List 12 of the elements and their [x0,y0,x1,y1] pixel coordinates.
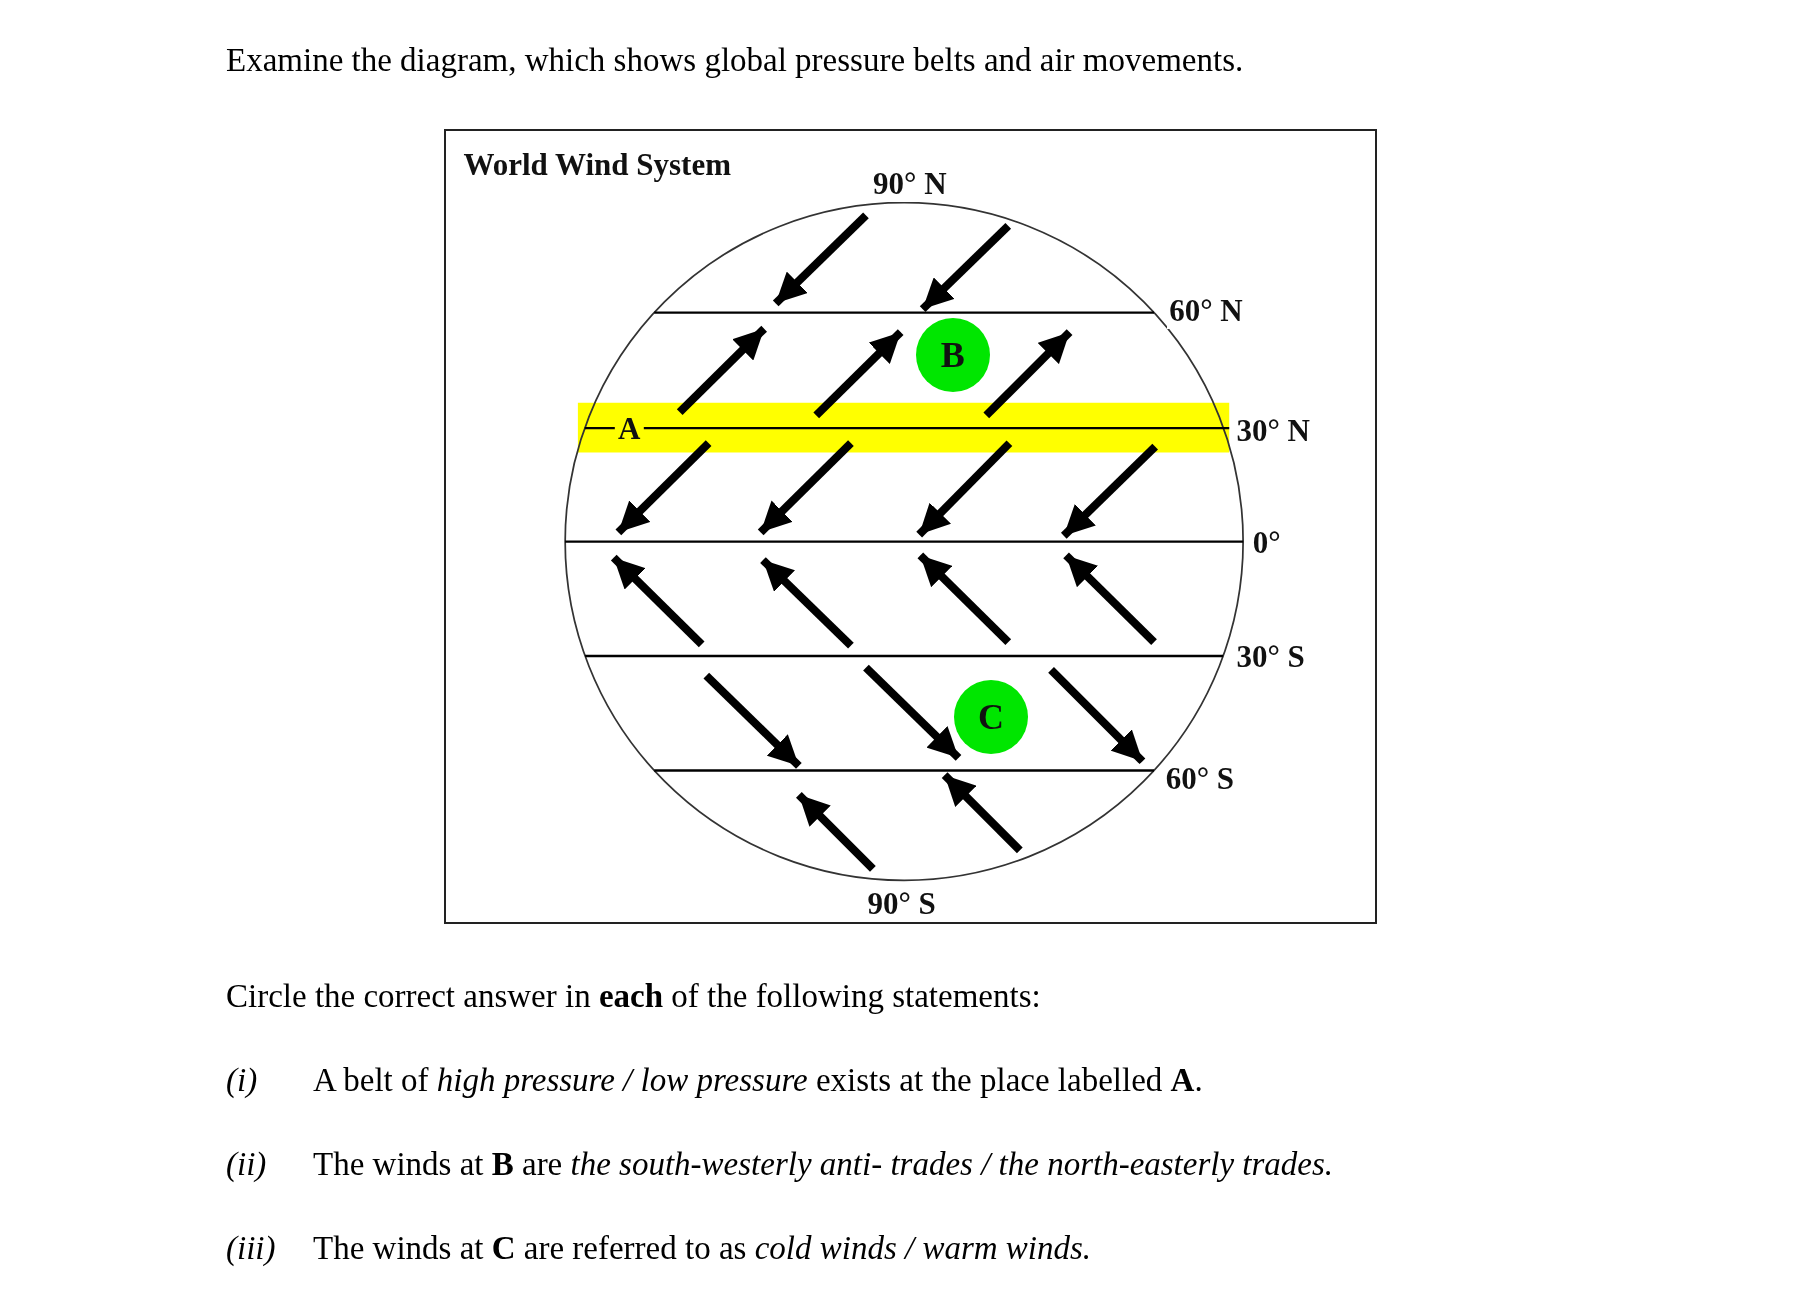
question-text: The winds at C are referred to as cold winds / warm winds. [313,1229,1092,1267]
question-number: (ii) [226,1145,267,1183]
question-number: (i) [226,1061,258,1099]
label-circle: B [915,317,990,392]
question-text: A belt of high pressure / low pressure exists at the place labelled A. [313,1061,1203,1099]
label-circle: C [953,679,1028,754]
question-number: (iii) [226,1229,276,1267]
question-intro: Examine the diagram, which shows global pressure belts and air movements. [226,42,1244,79]
instruction-text: Circle the correct answer in each of the following statements: [226,977,1041,1015]
figure-title: World Wind System [463,146,731,183]
figure-frame [444,129,1377,924]
question-text: The winds at B are the south-westerly anti- trades / the north-easterly trades. [313,1145,1334,1183]
